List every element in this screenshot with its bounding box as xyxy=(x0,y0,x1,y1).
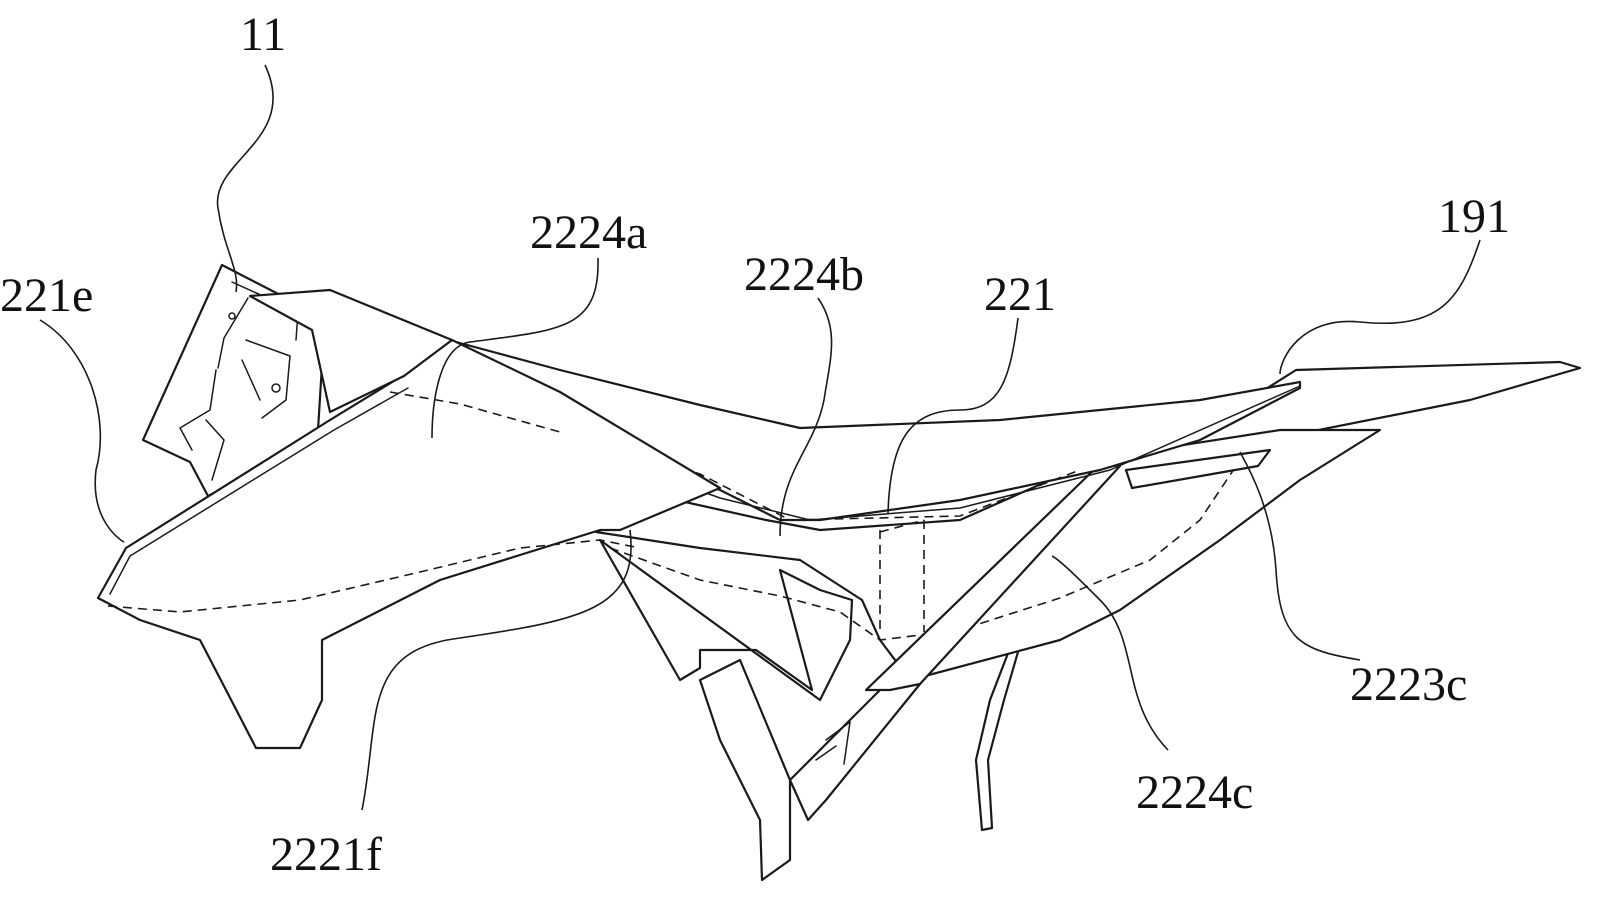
label-2224b: 2224b xyxy=(744,248,864,301)
leader-2221e xyxy=(39,319,125,543)
leader-lines xyxy=(39,64,1481,811)
lower-frame-structure xyxy=(598,538,1020,882)
leader-221 xyxy=(887,317,1019,515)
leader-2223c xyxy=(1239,451,1361,661)
front-fairing xyxy=(96,288,722,750)
reference-labels: 11 221e 2224a 2224b 221 191 2223c 2224c … xyxy=(0,8,1510,881)
label-2224a: 2224a xyxy=(530,206,647,259)
label-2224c: 2224c xyxy=(1136,766,1253,819)
label-221: 221 xyxy=(984,268,1056,321)
label-2221f: 2221f xyxy=(270,828,382,881)
label-2221e: 221e xyxy=(0,269,93,322)
label-191: 191 xyxy=(1438,190,1510,243)
leader-2224a xyxy=(431,257,599,439)
leader-191 xyxy=(1279,239,1481,375)
label-2223c: 2223c xyxy=(1350,658,1467,711)
leader-2221f xyxy=(361,529,632,811)
leader-2224c xyxy=(1051,555,1169,751)
main-body-panel xyxy=(594,428,1382,682)
leader-2224b xyxy=(779,297,833,537)
leader-11 xyxy=(216,64,274,293)
label-11: 11 xyxy=(240,8,286,61)
